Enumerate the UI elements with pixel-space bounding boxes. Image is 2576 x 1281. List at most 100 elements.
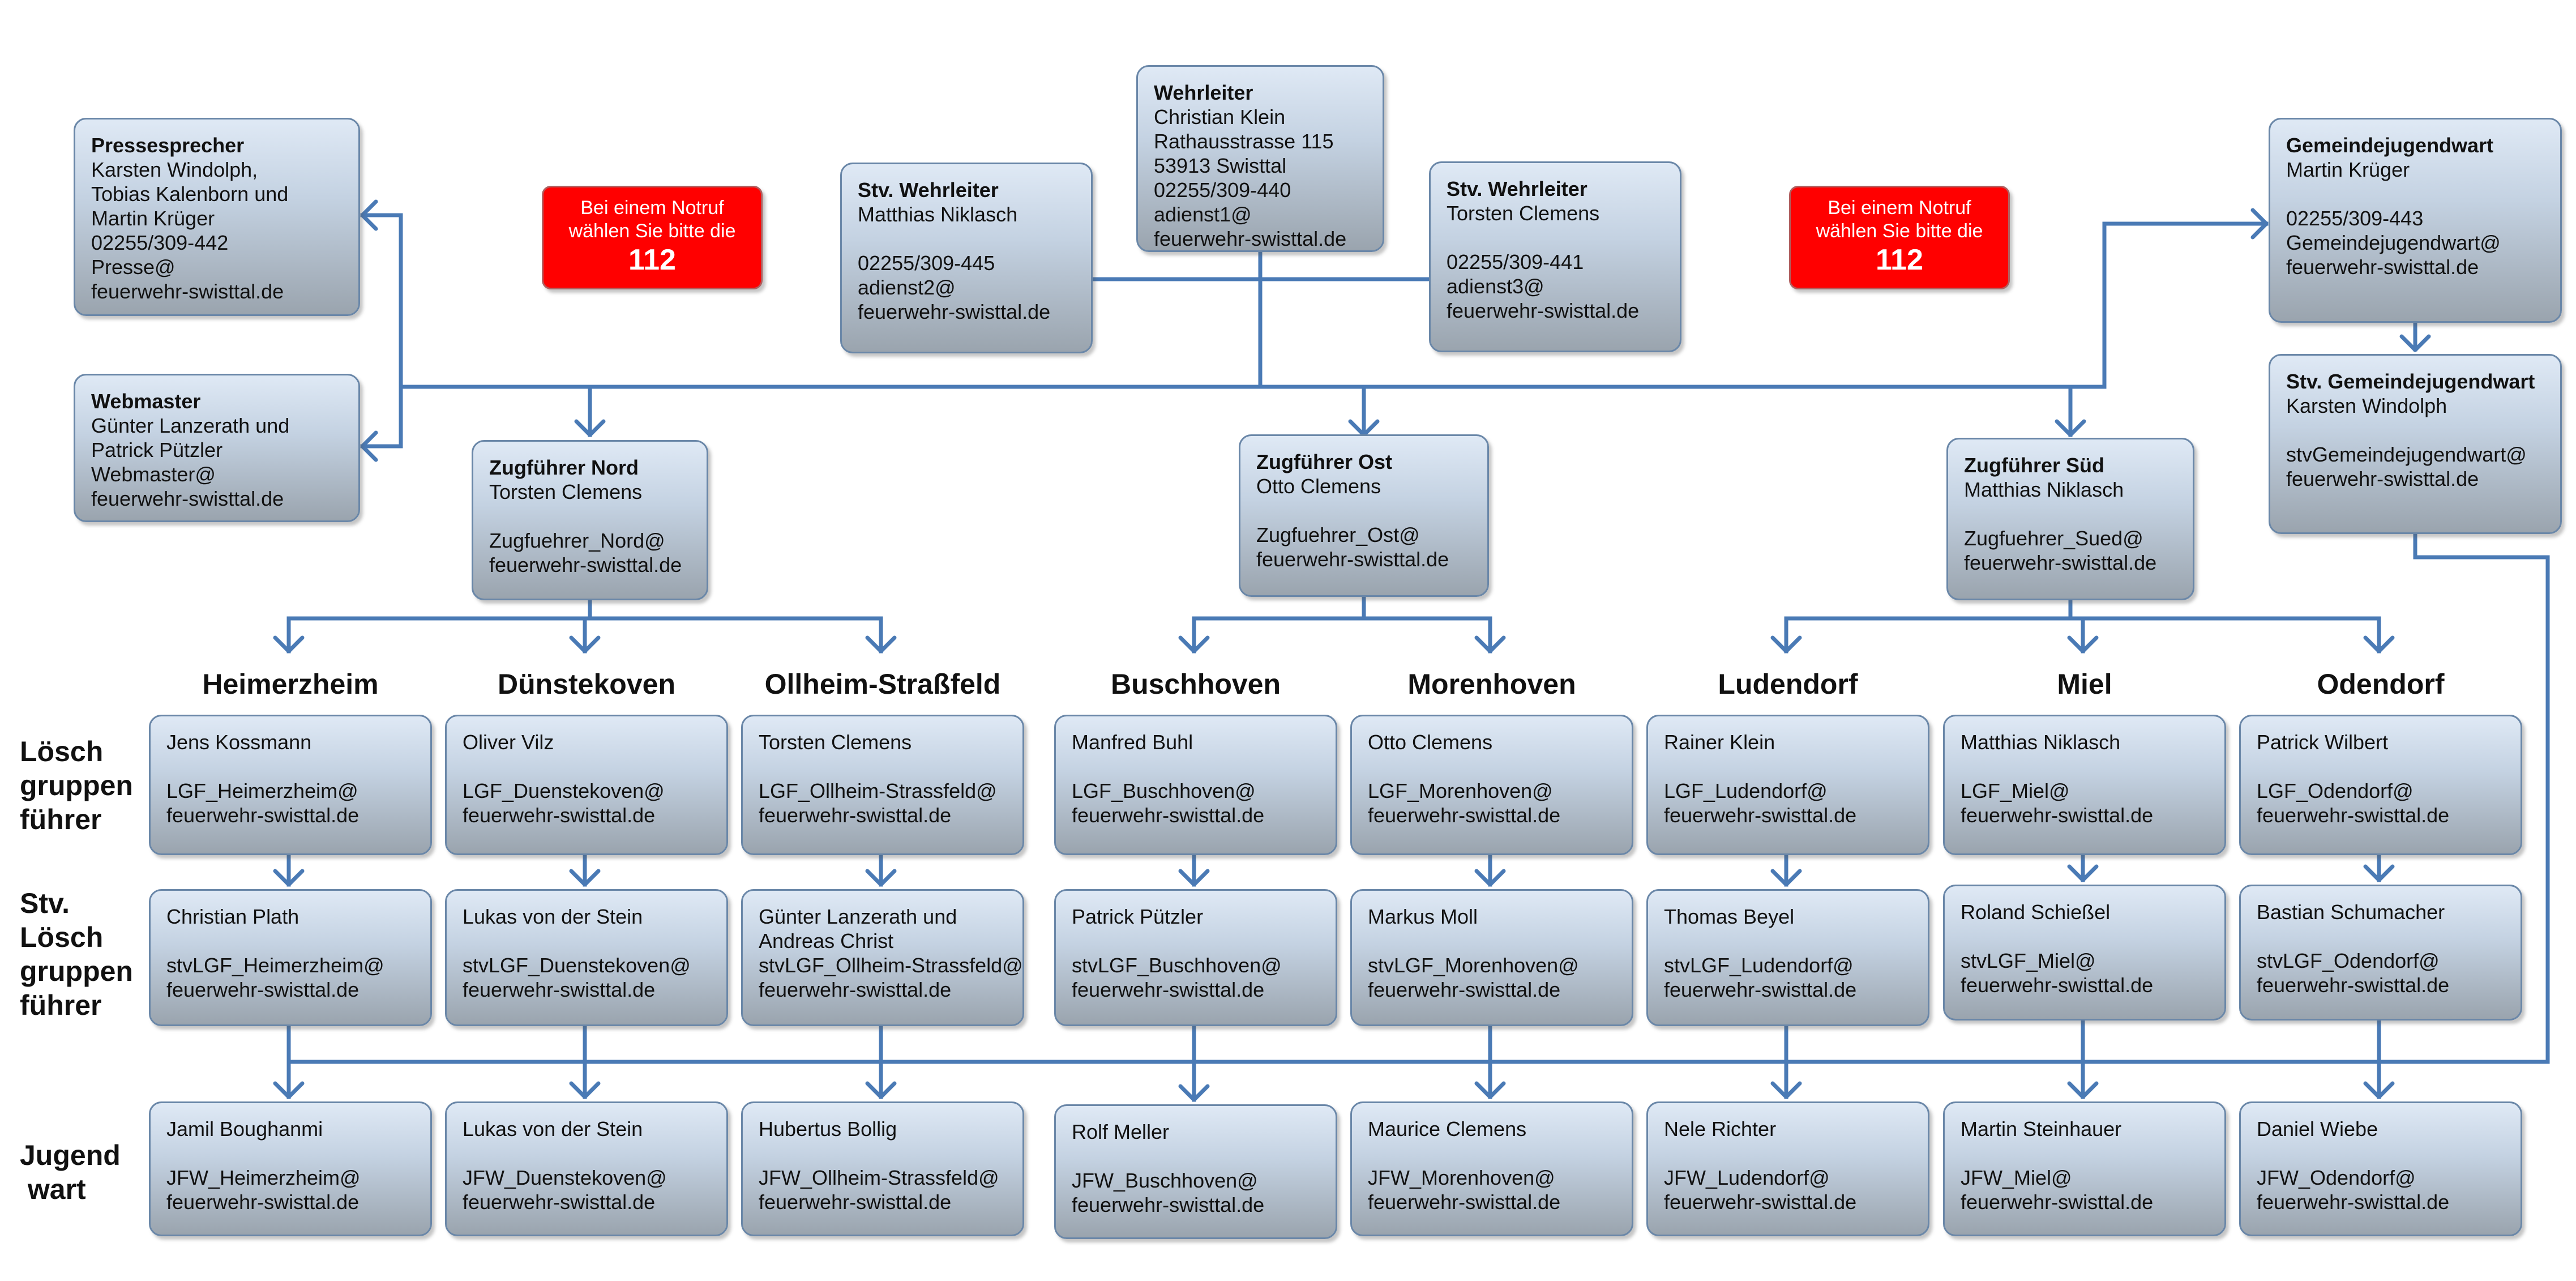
box-line: LGF_Ludendorf@ <box>1664 779 1828 802</box>
row-label-stv-loeschgruppenfuehrer: Stv. Lösch gruppen führer <box>20 886 133 1022</box>
box-line: Rathausstrasse 115 <box>1154 130 1334 153</box>
box-line: feuerwehr-swisttal.de <box>1961 804 2154 827</box>
box-line: Günter Lanzerath und <box>759 905 957 928</box>
location-arrow <box>865 635 897 654</box>
row-label-line: Stv. <box>20 887 70 919</box>
box-line: LGF_Ollheim-Strassfeld@ <box>759 779 997 802</box>
box-line <box>1961 924 2209 949</box>
box-line: feuerwehr-swisttal.de <box>1368 978 1561 1001</box>
location-name: Ludendorf <box>1718 668 1858 700</box>
notruf-notice-right: Bei einem Notruf wählen Sie bitte die 11… <box>1789 186 2010 289</box>
box-line: Otto Clemens <box>1256 475 1381 498</box>
box-line: Karsten Windolph, <box>91 158 258 181</box>
box-line: adienst2@ <box>858 276 956 299</box>
box-line: Martin Steinhauer <box>1961 1117 2122 1141</box>
box-title: Zugführer Süd <box>1964 454 2104 477</box>
box-line: feuerwehr-swisttal.de <box>1072 978 1265 1001</box>
box-line: Webmaster@ <box>91 463 216 486</box>
box-line: feuerwehr-swisttal.de <box>1961 973 2154 997</box>
box-line: feuerwehr-swisttal.de <box>1664 978 1857 1001</box>
location-arrow <box>273 635 305 654</box>
box-line: feuerwehr-swisttal.de <box>2257 973 2450 997</box>
box-line: Karsten Windolph <box>2286 394 2447 417</box>
box-line: feuerwehr-swisttal.de <box>2257 1190 2450 1214</box>
row-label-jugendwart: Jugend wart <box>20 1138 121 1206</box>
jfw-arrow <box>273 1081 305 1099</box>
presse-arrow <box>360 199 378 231</box>
location-arrow <box>1178 635 1210 654</box>
box-line: 02255/309-441 <box>1447 250 1584 274</box>
stv-arrow <box>569 869 601 887</box>
box-line <box>2286 418 2544 442</box>
box-title: Zugführer Nord <box>489 456 639 479</box>
box-line: stvLGF_Miel@ <box>1961 949 2096 972</box>
box-line: feuerwehr-swisttal.de <box>1072 1193 1265 1216</box>
box-line: LGF_Miel@ <box>1961 779 2070 802</box>
box-line: Lukas von der Stein <box>463 1117 643 1141</box>
box-title: Stv. Wehrleiter <box>858 178 999 202</box>
box-line: LGF_Duenstekoven@ <box>463 779 665 802</box>
box-line: Manfred Buhl <box>1072 731 1193 754</box>
notruf-notice-left: Bei einem Notruf wählen Sie bitte die 11… <box>542 186 763 289</box>
row-label-line: Jugend <box>20 1139 121 1171</box>
box-line: feuerwehr-swisttal.de <box>463 1190 656 1214</box>
box-line: feuerwehr-swisttal.de <box>166 804 360 827</box>
box-line <box>463 929 711 953</box>
box-title: Stv. Wehrleiter <box>1447 177 1587 200</box>
location-name: Dünstekoven <box>498 668 675 700</box>
box-line: LGF_Odendorf@ <box>2257 779 2414 802</box>
box-line: stvLGF_Duenstekoven@ <box>463 954 691 977</box>
box-line: Patrick Pützler <box>1072 905 1204 928</box>
row-label-line: Lösch <box>20 736 104 767</box>
box-line: Martin Krüger <box>2286 158 2410 181</box>
box-line: Christian Plath <box>166 905 299 928</box>
box-line: Rainer Klein <box>1664 731 1775 754</box>
box-line: JFW_Buschhoven@ <box>1072 1169 1258 1192</box>
box-line: Hubertus Bollig <box>759 1117 897 1141</box>
box-line: feuerwehr-swisttal.de <box>759 978 952 1001</box>
box-line: feuerwehr-swisttal.de <box>1964 551 2157 574</box>
stv-arrow <box>1770 869 1802 887</box>
box-line: stvLGF_Heimerzheim@ <box>166 954 384 977</box>
box-line: Matthias Niklasch <box>1961 731 2121 754</box>
box-line: feuerwehr-swisttal.de <box>91 280 284 303</box>
box-line: feuerwehr-swisttal.de <box>1664 1190 1857 1214</box>
box-line <box>1072 754 1320 779</box>
box-line: Patrick Wilbert <box>2257 731 2389 754</box>
location-name: Buschhoven <box>1110 668 1281 700</box>
box-line: JFW_Morenhoven@ <box>1368 1166 1555 1189</box>
box-line: stvLGF_Buschhoven@ <box>1072 954 1282 977</box>
box-line: Torsten Clemens <box>1447 202 1600 225</box>
box-line: Lukas von der Stein <box>463 905 643 928</box>
box-line: 02255/309-442 <box>91 231 229 254</box>
box-line: 02255/309-440 <box>1154 178 1291 202</box>
box-title: Pressesprecher <box>91 134 245 157</box>
gjw-arrow <box>2250 208 2269 240</box>
box-line <box>1964 502 2177 526</box>
row-label-line: gruppen <box>20 955 133 987</box>
jfw-arrow <box>1474 1081 1506 1099</box>
box-line: JFW_Duenstekoven@ <box>463 1166 667 1189</box>
box-line <box>1664 929 1912 953</box>
box-line <box>489 504 691 528</box>
box-line: stvLGF_Morenhoven@ <box>1368 954 1579 977</box>
box-line: Matthias Niklasch <box>1964 478 2124 501</box>
box-line <box>2286 182 2544 206</box>
box-line: JFW_Odendorf@ <box>2257 1166 2416 1189</box>
box-title: Wehrleiter <box>1154 81 1253 104</box>
